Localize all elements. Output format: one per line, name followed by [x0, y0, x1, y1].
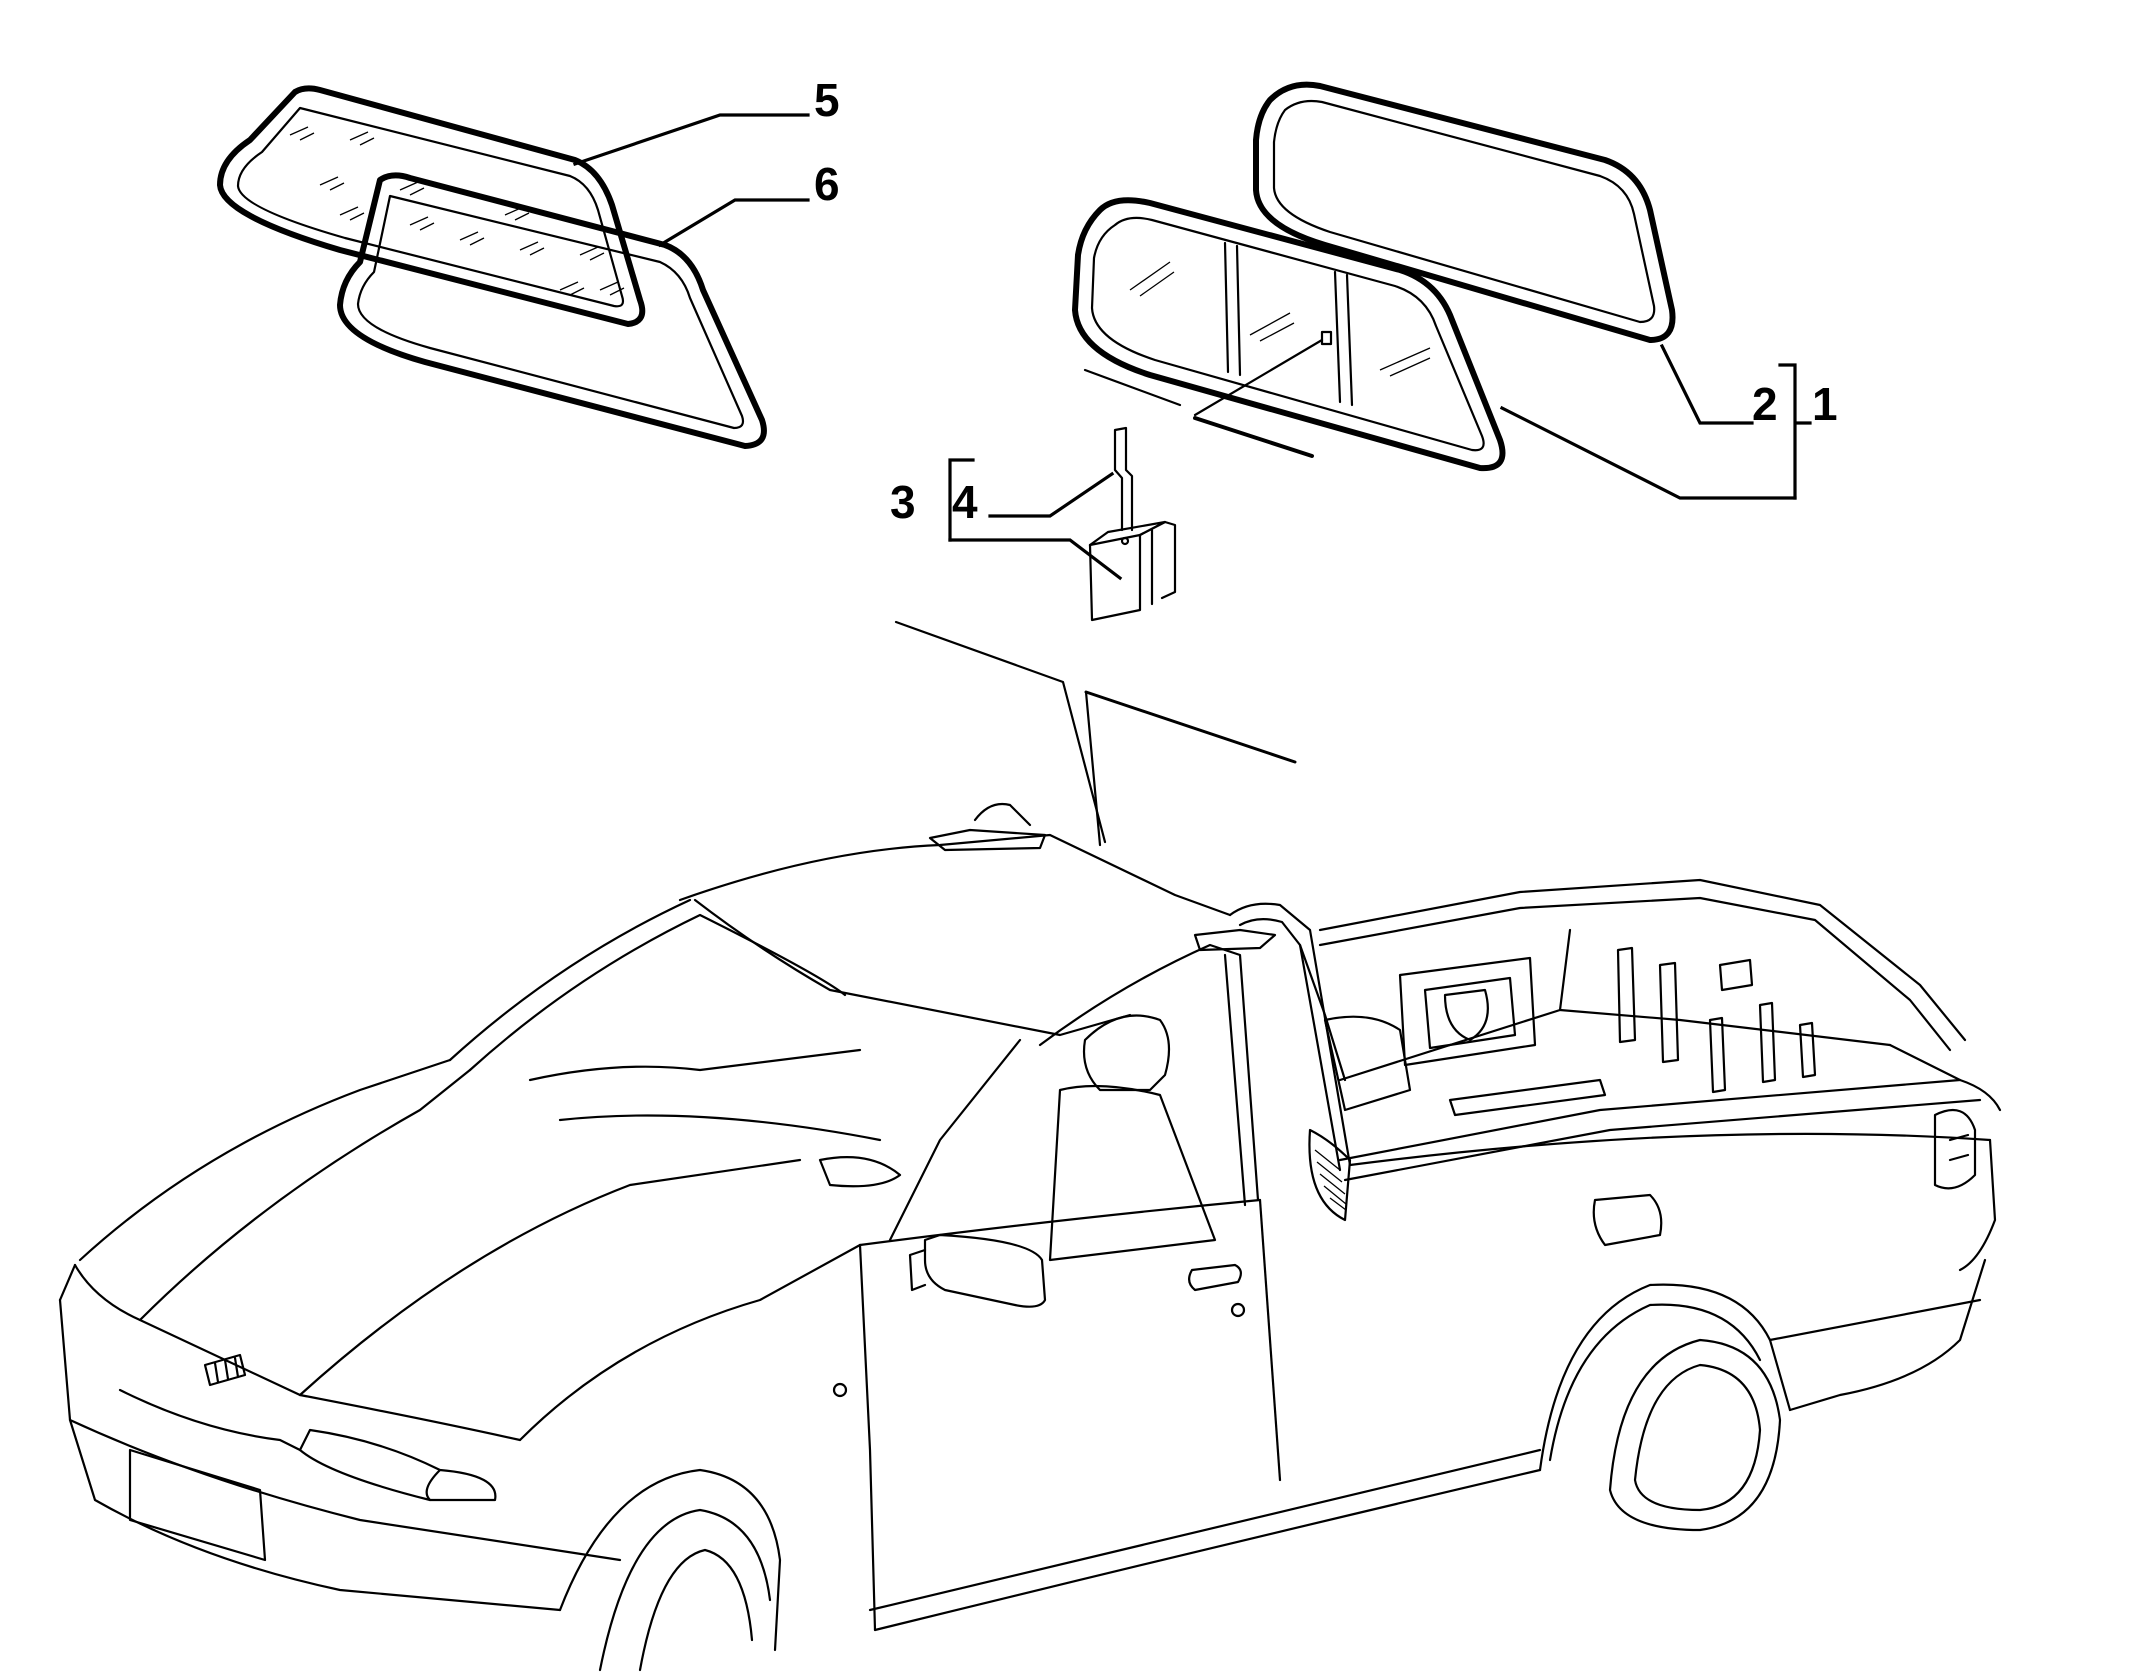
- callout-2: 2: [1752, 378, 1778, 430]
- callout-1: 1: [1812, 378, 1838, 430]
- rear-window-frame[interactable]: [1253, 81, 1676, 343]
- callout-5: 5: [814, 74, 840, 126]
- side-glass-inner[interactable]: [337, 172, 767, 449]
- leader-lines: [572, 113, 1812, 581]
- pointer-lines: [894, 620, 1297, 847]
- callout-3: 3: [890, 476, 916, 528]
- callout-labels: 1 2 3 4 5 6: [814, 74, 1838, 528]
- sliding-rear-window[interactable]: [1072, 197, 1506, 472]
- latch-bracket[interactable]: [1088, 520, 1177, 622]
- pickup-vehicle: [58, 802, 2002, 1672]
- callout-6: 6: [814, 158, 840, 210]
- side-glass-outer[interactable]: [217, 85, 646, 327]
- latch-pin[interactable]: [1113, 426, 1134, 532]
- callout-4: 4: [952, 476, 978, 528]
